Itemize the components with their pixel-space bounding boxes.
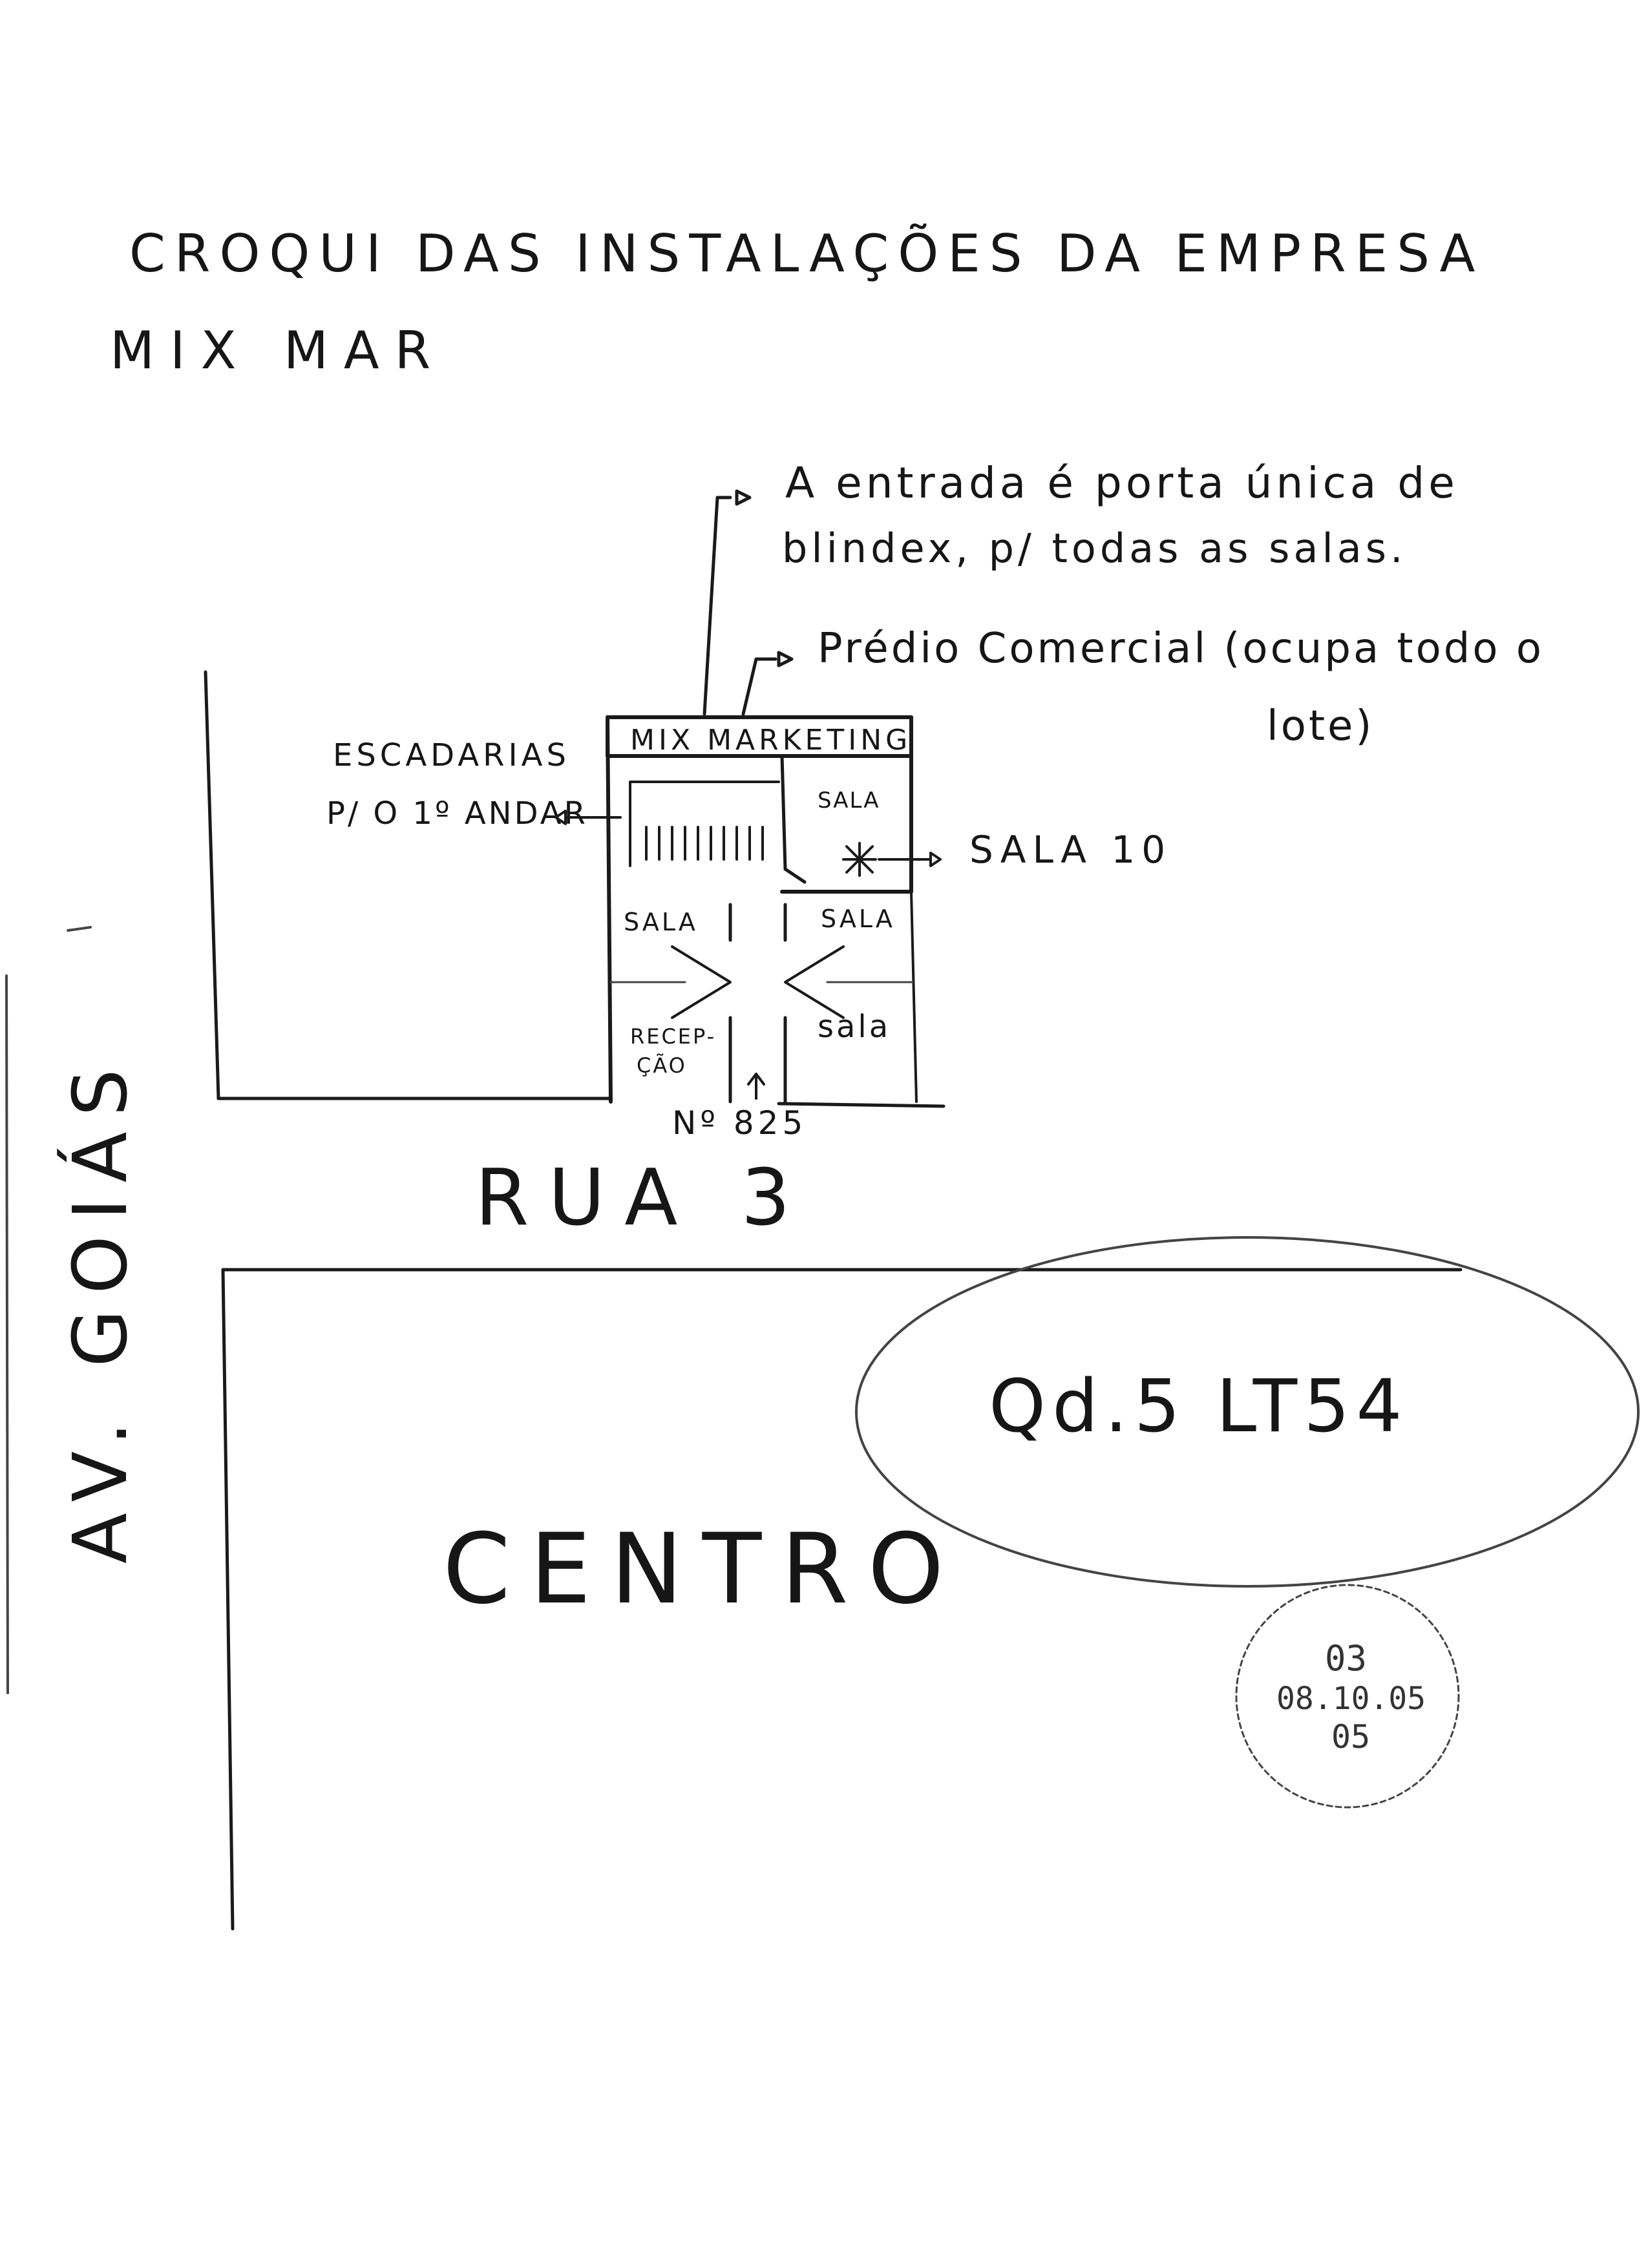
sala-10-arrowhead bbox=[929, 852, 942, 867]
block-boundary-bottom-right bbox=[777, 1102, 945, 1108]
stairs-arrowhead bbox=[555, 810, 567, 825]
building-wall-right-lower bbox=[910, 890, 918, 1103]
page-edge-mark bbox=[5, 974, 9, 1694]
stairs-steps bbox=[645, 826, 764, 861]
sala-bottom-right-label: sala bbox=[818, 1009, 891, 1045]
entrance-note-line-2: blindex, p/ todas as salas. bbox=[782, 525, 1407, 572]
building-note-leader bbox=[741, 657, 777, 716]
sala-top-right-label: SALA bbox=[818, 788, 880, 814]
building-note-line-2: lote) bbox=[1267, 702, 1374, 750]
sala-10-left-wall bbox=[780, 754, 787, 871]
stamp-line-3: 05 bbox=[1331, 1718, 1370, 1756]
lower-block-left bbox=[221, 1268, 235, 1931]
building-note-line-1: Prédio Comercial (ocupa todo o bbox=[818, 625, 1544, 673]
corridor-arrow-right-icon bbox=[784, 945, 845, 1019]
sala-mid-right-label: SALA bbox=[821, 905, 895, 933]
recepcao-label-line-1: RECEP- bbox=[630, 1024, 716, 1049]
sala-10-door bbox=[783, 867, 807, 884]
bairro-label: CENTRO bbox=[443, 1513, 964, 1626]
postmark-stamp bbox=[1235, 1584, 1460, 1809]
entrance-note-leader bbox=[703, 496, 732, 716]
stray-mark bbox=[67, 926, 92, 932]
entrance-note-line-1: A entrada é porta única de bbox=[785, 458, 1459, 508]
stamp-line-1: 03 bbox=[1325, 1638, 1367, 1679]
mix-marketing-label: MIX MARKETING bbox=[630, 724, 911, 757]
quadra-lote-label: Qd.5 LT54 bbox=[989, 1365, 1409, 1449]
block-boundary-left bbox=[204, 670, 220, 1100]
entrance-arrow-icon bbox=[747, 1073, 765, 1086]
sala-mid-left-label: SALA bbox=[624, 908, 698, 936]
sala-10-label: SALA 10 bbox=[969, 828, 1172, 872]
sala-10-asterisk-icon bbox=[842, 842, 877, 877]
stairs-outline bbox=[629, 781, 780, 867]
entrance-note-arrowhead bbox=[735, 489, 752, 506]
stamp-line-2: 08.10.05 bbox=[1276, 1681, 1426, 1717]
street-name-rua: RUA 3 bbox=[475, 1153, 810, 1243]
building-wall-left bbox=[606, 715, 613, 1104]
title-line-2: MIX MAR bbox=[110, 320, 446, 381]
corridor-arrow-left-icon bbox=[671, 945, 732, 1019]
street-name-avenida: AV. GOIÁS bbox=[56, 1054, 144, 1564]
building-note-arrowhead bbox=[777, 651, 794, 667]
building-number: Nº 825 bbox=[672, 1104, 807, 1142]
recepcao-label-line-2: ÇÃO bbox=[637, 1053, 687, 1078]
stairs-label-line-2: P/ O 1º ANDAR bbox=[326, 795, 588, 832]
quadra-lote-ellipse bbox=[855, 1236, 1640, 1588]
title-line-1: CROQUI DAS INSTALAÇÕES DA EMPRESA bbox=[129, 224, 1484, 284]
stairs-label-line-1: ESCADARIAS bbox=[333, 737, 570, 773]
